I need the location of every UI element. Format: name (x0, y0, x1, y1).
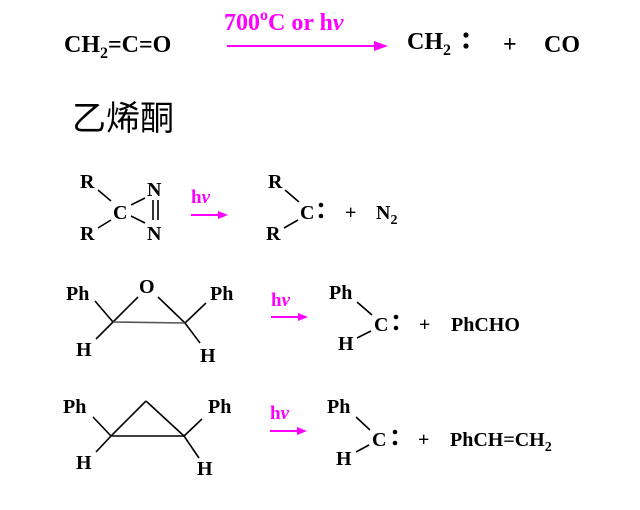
svg-text:Ph: Ph (329, 282, 352, 304)
svg-text:Ph: Ph (66, 283, 89, 305)
plus-sign: + (419, 314, 430, 336)
svg-text:C: C (374, 314, 388, 336)
svg-text:O: O (139, 276, 155, 298)
svg-text:R: R (266, 223, 281, 245)
lone-pair-dot (463, 32, 469, 38)
arrow-head-icon (298, 313, 308, 321)
ketene-formula: CH2=C=O (64, 32, 171, 62)
svg-text:Ph: Ph (208, 396, 231, 418)
svg-text:Ph: Ph (327, 396, 350, 418)
diphenylcyclopropane-structure: Ph Ph H H (63, 396, 231, 480)
reaction-2: R R C N N hν R R C + N2 (80, 171, 397, 245)
caption-ketene: 乙烯酮 (72, 99, 174, 139)
svg-text:R: R (80, 223, 95, 245)
phenyl-carbene: Ph H C (327, 396, 398, 470)
lone-pair-dot (392, 440, 398, 446)
svg-text:R: R (80, 171, 95, 193)
svg-text:N: N (147, 223, 162, 245)
reaction-3-condition: hν (271, 290, 291, 311)
reaction-4: Ph Ph H H hν Ph H C + PhCH=CH2 (63, 396, 552, 480)
arrow-head-icon (374, 41, 388, 51)
styrene: PhCH=CH2 (450, 429, 552, 455)
plus-sign: + (345, 202, 356, 224)
methylene-carbene: CH2 (407, 29, 451, 59)
svg-text:H: H (76, 452, 92, 474)
svg-text:C: C (113, 202, 127, 224)
svg-text:H: H (338, 333, 354, 355)
svg-text:R: R (268, 171, 283, 193)
lone-pair-dot (318, 202, 324, 208)
plus-sign: + (503, 32, 517, 58)
nitrogen-gas: N2 (376, 202, 397, 228)
arrow-head-icon (297, 427, 307, 435)
svg-text:H: H (336, 448, 352, 470)
diazirine-structure: R R C N N (80, 171, 162, 245)
svg-text:Ph: Ph (210, 283, 233, 305)
lone-pair-dot (393, 314, 399, 320)
svg-text:Ph: Ph (63, 396, 86, 418)
lone-pair-dot (463, 43, 469, 49)
benzaldehyde: PhCHO (451, 314, 520, 336)
reaction-2-condition: hν (191, 187, 211, 208)
lone-pair-dot (392, 429, 398, 435)
reaction-4-condition: hν (270, 403, 290, 424)
svg-text:H: H (197, 458, 213, 480)
svg-text:H: H (76, 339, 92, 361)
reaction-1-condition: 700oC or hν (224, 7, 344, 36)
svg-text:C: C (300, 202, 314, 224)
arrow-head-icon (218, 211, 228, 219)
dialkyl-carbene: R R C (266, 171, 324, 245)
phenyl-carbene: Ph H C (329, 282, 399, 355)
stilbene-oxide-structure: Ph O Ph H H (66, 276, 233, 367)
plus-sign: + (418, 429, 429, 451)
svg-text:N: N (147, 179, 162, 201)
lone-pair-dot (393, 325, 399, 331)
reaction-1: CH2=C=O 700oC or hν CH2 + CO (64, 7, 580, 62)
carbon-monoxide: CO (544, 32, 580, 58)
lone-pair-dot (318, 213, 324, 219)
svg-text:C: C (372, 429, 386, 451)
svg-text:H: H (200, 345, 216, 367)
reaction-3: Ph O Ph H H hν Ph H C + PhCHO (66, 276, 520, 367)
